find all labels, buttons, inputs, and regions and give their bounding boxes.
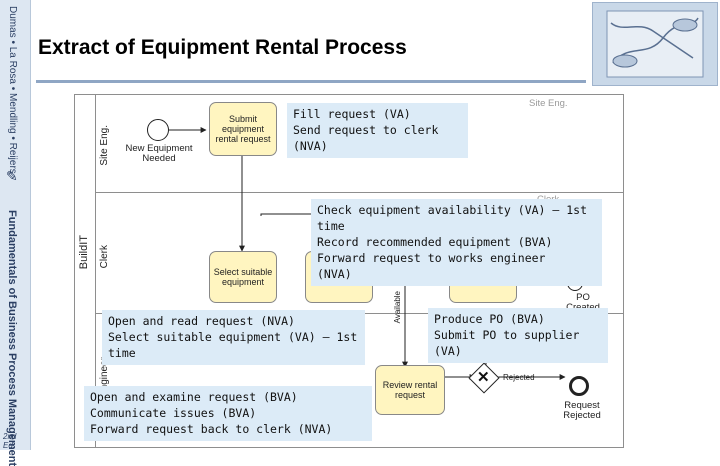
start-event-label: New Equipment Needed <box>125 143 193 164</box>
open-request-note: Open and read request (NVA) Select suita… <box>102 310 365 365</box>
examine-request-note: Open and examine request (BVA) Communica… <box>84 386 372 441</box>
task-submit-request: Submit equipment rental request <box>209 102 277 156</box>
start-event <box>147 119 169 141</box>
book-side-strip: Dumas • La Rosa • Mendling • Reijers ✎ F… <box>0 0 31 466</box>
po-event-label: PO Created <box>566 292 600 313</box>
task-select-equipment: Select suitable equipment <box>209 251 277 303</box>
book-title-text: Fundamentals of Business Process Managem… <box>6 210 18 466</box>
rejected-label: Rejected <box>503 373 535 382</box>
check-equipment-note: Check equipment availability (VA) – 1st … <box>311 199 602 286</box>
pool-divider <box>95 95 96 447</box>
available-label: Available <box>393 291 402 324</box>
end-event-label: Request Rejected <box>563 400 601 421</box>
authors-text: Dumas • La Rosa • Mendling • Reijers <box>7 6 18 174</box>
lane-divider-1 <box>95 192 623 193</box>
page-title: Extract of Equipment Rental Process <box>38 36 407 59</box>
fill-request-note: Fill request (VA) Send request to clerk … <box>287 103 468 158</box>
task-review-request: Review rental request <box>375 365 445 415</box>
drawing-hands-image <box>592 2 718 86</box>
edition-text: 2nd Ed. <box>3 432 17 450</box>
title-underline <box>36 80 586 83</box>
end-event <box>569 376 589 396</box>
book-logo-icon: ✎ <box>6 168 18 184</box>
gateway-x-icon: ✕ <box>477 369 490 386</box>
lane-tag-site-eng: Site Eng. <box>529 98 568 109</box>
produce-po-note: Produce PO (BVA) Submit PO to supplier (… <box>428 308 608 363</box>
